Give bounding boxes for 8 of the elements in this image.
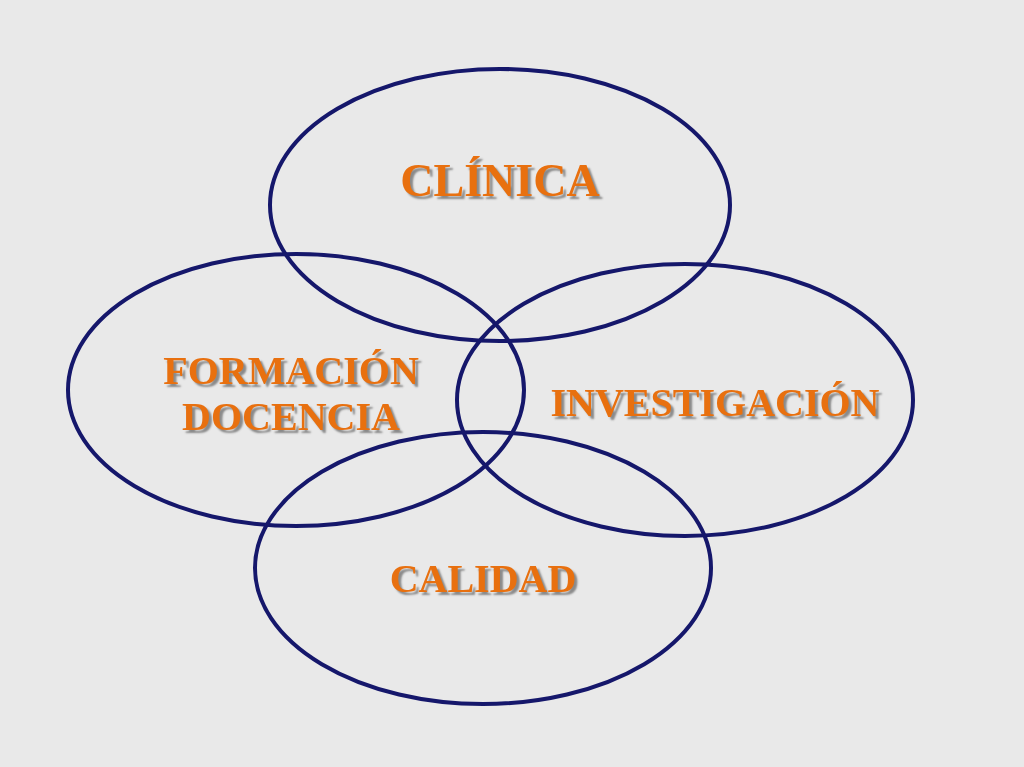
circle-label: FORMACIÓN DOCENCIA bbox=[162, 348, 420, 440]
ellipse-shape bbox=[66, 252, 526, 528]
circle-label: CLÍNICA bbox=[399, 155, 601, 208]
circle-label: INVESTIGACIÓN bbox=[549, 380, 881, 426]
ellipse-shape bbox=[253, 430, 713, 706]
ellipse-shape bbox=[268, 67, 732, 343]
ellipse-shape bbox=[455, 262, 915, 538]
circle-label: CALIDAD bbox=[388, 556, 578, 602]
